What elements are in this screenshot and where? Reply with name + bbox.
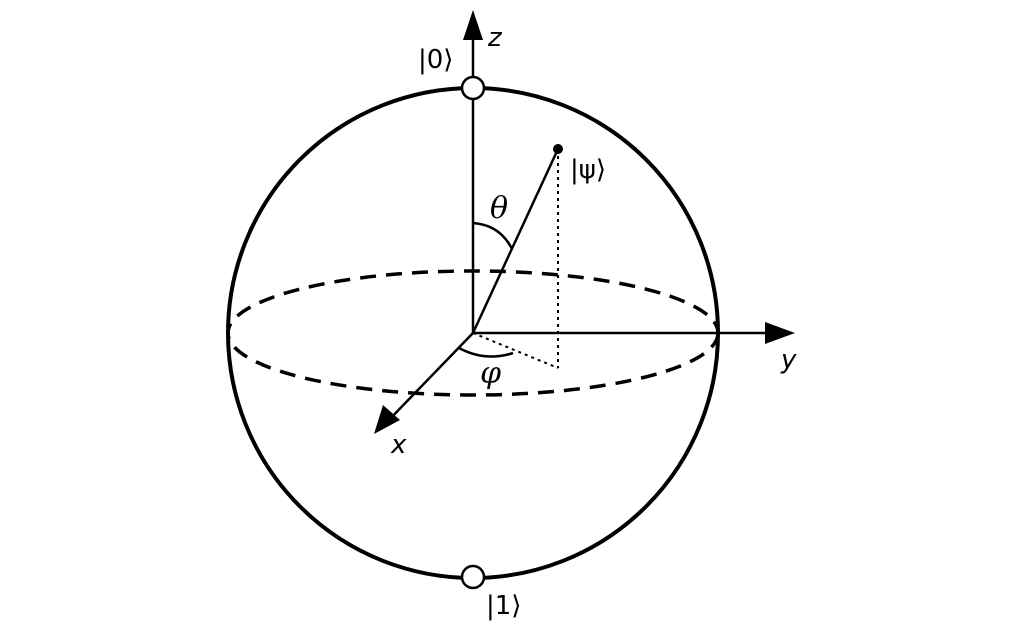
psi-label: |ψ⟩ xyxy=(570,155,606,185)
y-axis-label: y xyxy=(780,345,797,375)
psi-vector xyxy=(471,148,560,334)
psi-point xyxy=(553,144,563,154)
state-1-label: |1⟩ xyxy=(486,591,521,621)
phi-arc xyxy=(458,346,514,358)
psi-projection-horizontal xyxy=(472,332,559,369)
z-axis-label: z xyxy=(487,23,503,53)
x-axis xyxy=(384,332,474,425)
z-axis-arrowhead xyxy=(463,10,483,40)
state-0-marker xyxy=(460,75,486,101)
phi-label: φ xyxy=(480,356,501,391)
x-axis-arrowhead xyxy=(374,405,400,434)
state-1-marker xyxy=(460,564,486,590)
y-axis-arrowhead xyxy=(765,322,795,344)
x-axis-label: x xyxy=(390,430,407,460)
state-0-label: |0⟩ xyxy=(418,45,453,75)
theta-arc xyxy=(472,221,514,250)
theta-label: θ xyxy=(490,191,508,226)
